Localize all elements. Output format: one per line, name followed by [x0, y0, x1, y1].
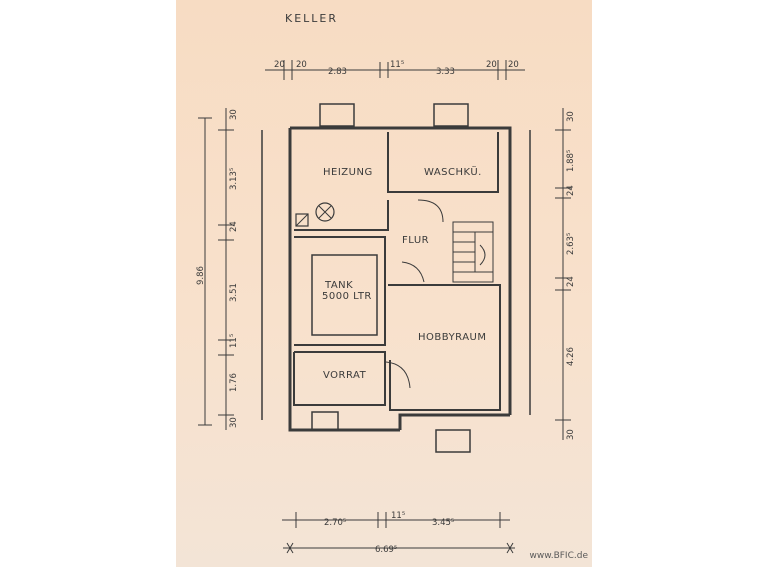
interior-wall-top — [387, 132, 499, 193]
room-label-vorrat: VORRAT — [323, 370, 367, 381]
door-swing-vorrat — [385, 361, 411, 389]
dim-left-1: 3.13⁵ — [229, 168, 239, 190]
dim-right-5: 4.26 — [566, 347, 576, 366]
dim-left-3: 3.51 — [229, 283, 239, 302]
dim-left-2: 24 — [229, 221, 239, 232]
window-well-vorrat — [311, 411, 339, 431]
dim-bottom-2: 3.45⁵ — [432, 518, 454, 528]
door-swing-flur-lower — [401, 261, 425, 283]
dim-left-4: 11⁵ — [229, 334, 239, 348]
dim-line-top — [265, 60, 525, 80]
outer-wall — [288, 126, 512, 432]
plan-title: KELLER — [285, 12, 338, 25]
room-label-tank: TANK — [324, 280, 353, 291]
dim-line-left-total — [198, 117, 212, 426]
interior-wall-heizung — [294, 200, 389, 231]
dim-right-1: 1.88⁵ — [566, 150, 576, 172]
dim-top-1: 20 — [296, 60, 307, 70]
dim-bottom-1: 11⁵ — [391, 511, 405, 521]
dim-top-4: 3.33 — [436, 67, 455, 77]
dim-line-right — [555, 108, 571, 440]
tank-capacity: 5000 LTR — [322, 291, 372, 302]
boiler-symbol — [315, 202, 335, 222]
dim-top-5: 20 — [486, 60, 497, 70]
room-label-hobby: HOBBYRAUM — [418, 332, 487, 343]
dim-right-0: 30 — [566, 111, 576, 122]
dim-left-5: 1.76 — [229, 373, 239, 392]
staircase — [452, 221, 494, 283]
dim-line-bottom-total — [283, 542, 515, 554]
dim-right-6: 30 — [566, 429, 576, 440]
dim-line-bottom — [282, 512, 510, 528]
dim-left-6: 30 — [229, 417, 239, 428]
dim-right-4: 24 — [566, 276, 576, 287]
dim-bottom-0: 2.70⁵ — [324, 518, 346, 528]
window-well-heizung — [319, 103, 355, 127]
tank-outline — [311, 254, 378, 336]
dim-top-2: 2.83 — [328, 67, 347, 77]
dim-top-6: 20 — [508, 60, 519, 70]
dim-right-3: 2.63⁵ — [566, 233, 576, 255]
dim-left-0: 30 — [229, 109, 239, 120]
window-well-hobby — [435, 429, 471, 453]
dim-bottom-total: 6.69⁵ — [375, 545, 397, 555]
room-label-flur: FLUR — [402, 235, 429, 246]
dim-left-total: 9.86 — [196, 266, 206, 285]
room-label-wasch: WASCHKÜ. — [424, 165, 482, 178]
dim-right-2: 24 — [566, 185, 576, 196]
window-well-wasch — [433, 103, 469, 127]
interior-wall-flur — [388, 284, 501, 411]
interior-wall-vorrat — [293, 351, 386, 406]
interior-wall-tank — [294, 236, 386, 346]
dim-top-0: 20 — [274, 60, 285, 70]
credit-text: www.BFIC.de — [529, 551, 588, 561]
dim-top-3: 11⁵ — [390, 60, 404, 70]
room-label-heizung: HEIZUNG — [323, 167, 373, 178]
dim-line-left — [218, 108, 234, 430]
chimney-symbol — [295, 213, 309, 227]
door-swing-flur — [417, 199, 444, 223]
